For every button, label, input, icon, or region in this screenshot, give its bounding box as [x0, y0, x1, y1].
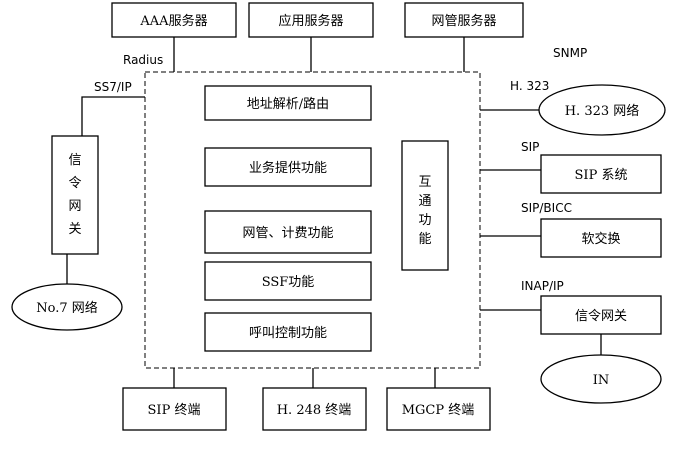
function-ssf: SSF功能 [204, 261, 372, 301]
sg-char: 关 [68, 222, 81, 237]
aaa-server-box: AAA服务器 [111, 2, 237, 38]
sip-terminal-label: SIP 终端 [148, 402, 201, 418]
interwork-char: 功 [418, 213, 431, 228]
mgcp-terminal-box: MGCP 终端 [386, 387, 491, 431]
function-call-control: 呼叫控制功能 [204, 312, 372, 352]
application-server-box: 应用服务器 [248, 2, 374, 38]
no7-network-label: No.7 网络 [36, 300, 98, 316]
sg-char: 令 [68, 176, 81, 191]
function-label: 业务提供功能 [249, 160, 327, 176]
h248-terminal-box: H. 248 终端 [262, 387, 367, 431]
h248-terminal-label: H. 248 终端 [277, 402, 352, 418]
interwork-char: 能 [418, 232, 431, 247]
signaling-gateway-left: 信 令 网 关 [51, 135, 99, 255]
softswitch-boundary [144, 71, 481, 369]
sg-char: 信 [68, 153, 81, 168]
function-label: 网管、计费功能 [242, 226, 333, 241]
h323-label: H. 323 [510, 79, 549, 93]
sip-system-box: SIP 系统 [540, 154, 662, 194]
nms-server-box: 网管服务器 [404, 2, 524, 38]
aaa-server-label: AAA服务器 [139, 13, 207, 29]
sip-terminal-box: SIP 终端 [122, 387, 227, 431]
sg-char: 网 [68, 199, 81, 214]
snmp-label: SNMP [553, 46, 587, 60]
mgcp-terminal-label: MGCP 终端 [402, 402, 475, 418]
sip-label: SIP [521, 140, 539, 154]
in-network-ellipse: IN [540, 354, 662, 404]
signaling-gateway-right-label: 信令网关 [575, 309, 627, 324]
interwork-char: 通 [418, 194, 431, 209]
interworking-function-box: 互 通 功 能 [401, 140, 449, 271]
function-nms-billing: 网管、计费功能 [204, 210, 372, 254]
sip-system-label: SIP 系统 [575, 168, 628, 183]
function-service-provision: 业务提供功能 [204, 147, 372, 187]
function-label: 地址解析/路由 [247, 96, 329, 112]
function-label: 呼叫控制功能 [249, 326, 327, 341]
radius-label: Radius [123, 53, 163, 67]
application-server-label: 应用服务器 [278, 13, 343, 29]
function-label: SSF功能 [262, 275, 315, 290]
inapip-label: INAP/IP [521, 279, 564, 293]
h323-network-label: H. 323 网络 [565, 103, 640, 119]
no7-network-ellipse: No.7 网络 [11, 283, 123, 331]
ss7ip-label: SS7/IP [94, 80, 132, 94]
signaling-gateway-right-box: 信令网关 [540, 295, 662, 335]
softswitch-label: 软交换 [581, 231, 620, 247]
h323-network-ellipse: H. 323 网络 [538, 84, 666, 136]
ss7ip-link [81, 96, 145, 136]
function-address-routing: 地址解析/路由 [204, 85, 372, 121]
interwork-char: 互 [418, 175, 431, 190]
softswitch-box: 软交换 [540, 218, 662, 258]
sipbicc-label: SIP/BICC [521, 201, 572, 215]
in-network-label: IN [593, 373, 610, 388]
nms-server-label: 网管服务器 [431, 13, 496, 29]
